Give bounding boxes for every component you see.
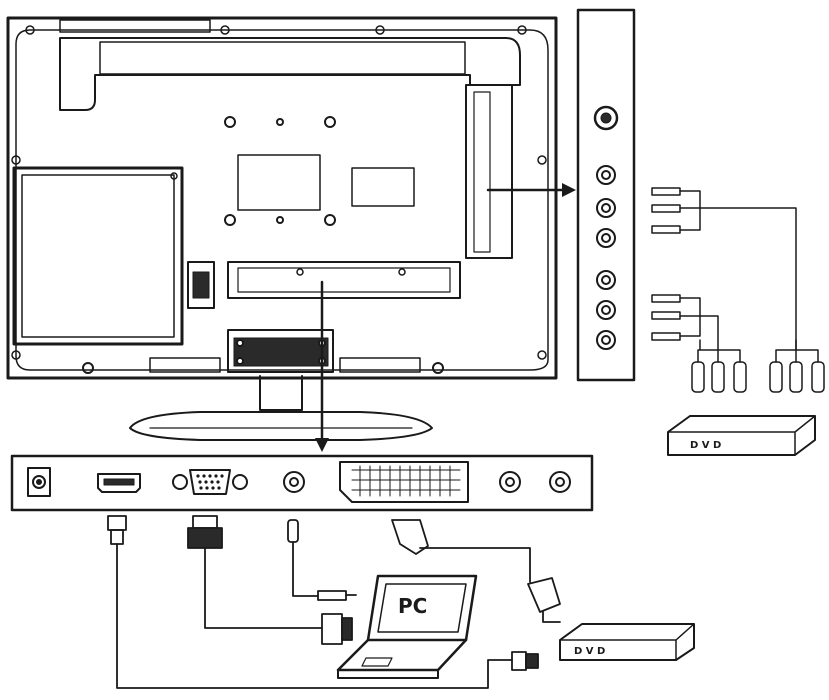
- hdmi-port-icon: [97, 473, 141, 493]
- screw-icons: [11, 25, 547, 360]
- laptop-pc-label: PC: [398, 594, 427, 618]
- dvd-bottom-label: D V D: [574, 646, 605, 657]
- bottom-connector-panel: [10, 454, 594, 512]
- dvd-top-label: D V D: [690, 440, 721, 451]
- vesa-holes: [224, 116, 336, 226]
- rca-cables-upper: [651, 187, 797, 363]
- tv-back-icon: [6, 16, 558, 380]
- bottom-vent: [149, 357, 421, 373]
- vga-port-icon: [172, 469, 248, 495]
- arrow-to-side-panel: [486, 183, 576, 197]
- audio-jack-icon: [283, 471, 305, 493]
- side-rca-jacks: [596, 165, 616, 350]
- rca-plug-icon: [691, 339, 825, 393]
- dvd-player-icon: D V D: [667, 415, 816, 456]
- side-av-panel: [576, 8, 636, 382]
- panel-rca-jacks: [499, 471, 571, 493]
- dc-power-port-icon: [27, 467, 51, 497]
- rca-cables-lower: [651, 294, 741, 363]
- hdmi-cable: [107, 515, 539, 689]
- vga-cable: [187, 515, 353, 645]
- audio-cable: [287, 519, 357, 601]
- scart-cable: [391, 519, 561, 623]
- dvd-player-bottom-icon: D V D: [559, 623, 695, 661]
- scart-port-icon: [339, 461, 469, 503]
- laptop-icon: PC: [336, 574, 478, 679]
- top-vent: [99, 41, 466, 75]
- tv-stand: [129, 375, 433, 441]
- arrow-to-bottom-panel: [315, 280, 329, 452]
